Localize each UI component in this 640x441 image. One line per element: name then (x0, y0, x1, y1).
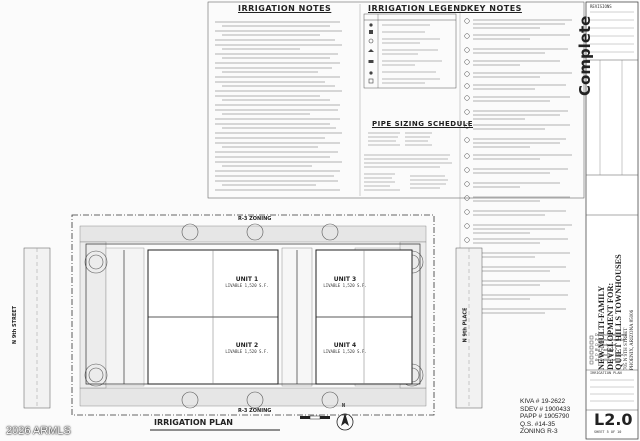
kiva-number: KIVA # 19-2622 (520, 398, 566, 405)
unit-3-area: LIVABLE 1,520 S.F. (323, 283, 367, 288)
sheet-number: L2.0 (594, 410, 633, 429)
site-plan (23, 214, 483, 431)
sheet-title: IRRIGATION PLAN (590, 371, 622, 375)
papp-number: PAPP # 1905790 (520, 413, 570, 421)
pipe-sizing-schedule (364, 132, 452, 191)
street-label-right: N 9th PLACE (462, 307, 469, 343)
unit-2-label: UNIT 2 (235, 342, 259, 349)
irrigation-legend-title: IRRIGATION LEGEND (368, 4, 468, 13)
unit-1-area: LIVABLE 1,520 S.F. (225, 283, 269, 288)
unit-1: UNIT 1 LIVABLE 1,520 S.F. (222, 276, 272, 288)
checklist-item: As-Built Drawings (595, 358, 622, 362)
title-block-frame (585, 1, 639, 440)
unit-2: UNIT 2 LIVABLE 1,520 S.F. (222, 342, 272, 354)
watermark: 2026 ARMLS (6, 425, 71, 437)
checklist-item: Progress Check Set (595, 338, 626, 342)
qs-number: Q.S. #14-35 (520, 420, 556, 428)
zoning-designation: ZONING R-3 (520, 428, 558, 436)
plan-title: IRRIGATION PLAN (154, 418, 233, 427)
unit-1-label: UNIT 1 (235, 276, 259, 283)
checklist-item: Design Development (595, 333, 627, 337)
scale-bar (300, 415, 330, 420)
unit-3: UNIT 3 LIVABLE 1,520 S.F. (320, 276, 370, 288)
zoning-label-top: R-3 ZONING (238, 216, 272, 222)
project-line-5: PHOENIX, ARIZONA 85006 (629, 309, 635, 370)
checklist: Design Development Progress Check Set Ci… (595, 333, 626, 363)
key-notes-body (464, 18, 572, 314)
sdev-number: SDEV # 1900433 (520, 405, 571, 413)
sheet-of: SHEET 5 OF 10 (594, 430, 622, 434)
revisions-label: REVISIONS (590, 4, 612, 9)
unit-2-area: LIVABLE 1,520 S.F. (225, 349, 269, 354)
north-arrow (336, 413, 354, 431)
key-notes-title: KEY NOTES (467, 4, 522, 13)
north-label: N (342, 403, 346, 409)
irrigation-legend-table (363, 13, 457, 89)
street-label-left: N 9th STREET (12, 305, 19, 345)
checklist-item: Bid Package (595, 348, 615, 352)
checklist-item: City Submittal (595, 343, 616, 347)
unit-4-label: UNIT 4 (333, 342, 357, 349)
zoning-label-bottom: R-3 ZONING (238, 408, 272, 414)
irrigation-notes-title: IRRIGATION NOTES (238, 4, 332, 13)
permit-info: KIVA # 19-2622 SDEV # 1900433 PAPP # 190… (520, 398, 570, 436)
irrigation-notes-body (215, 21, 342, 191)
pipe-sizing-title: PIPE SIZING SCHEDULE (372, 120, 474, 128)
checklist-item: Construction Issue (595, 353, 624, 357)
unit-3-label: UNIT 3 (333, 276, 357, 283)
unit-4-area: LIVABLE 1,520 S.F. (323, 349, 367, 354)
firm-name: Complete (576, 15, 594, 96)
unit-4: UNIT 4 LIVABLE 1,520 S.F. (320, 342, 370, 354)
